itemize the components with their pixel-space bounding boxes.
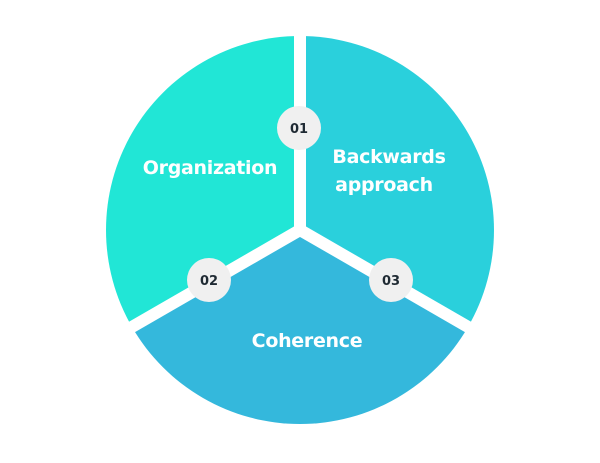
badge-02: 02 [187,258,231,302]
badge-03: 03 [369,258,413,302]
badge-03-circle [369,258,413,302]
badge-01: 01 [277,106,321,150]
badge-02-number: 02 [200,274,218,289]
label-backwards-line-2: approach [335,174,433,196]
badge-03-number: 03 [382,274,400,289]
badge-01-number: 01 [290,122,308,137]
label-backwards-line-1: Backwards [332,146,445,168]
badge-02-circle [187,258,231,302]
label-organization: Organization [143,157,277,179]
badge-01-circle [277,106,321,150]
segment-coherence [132,230,468,424]
label-coherence: Coherence [252,330,363,352]
